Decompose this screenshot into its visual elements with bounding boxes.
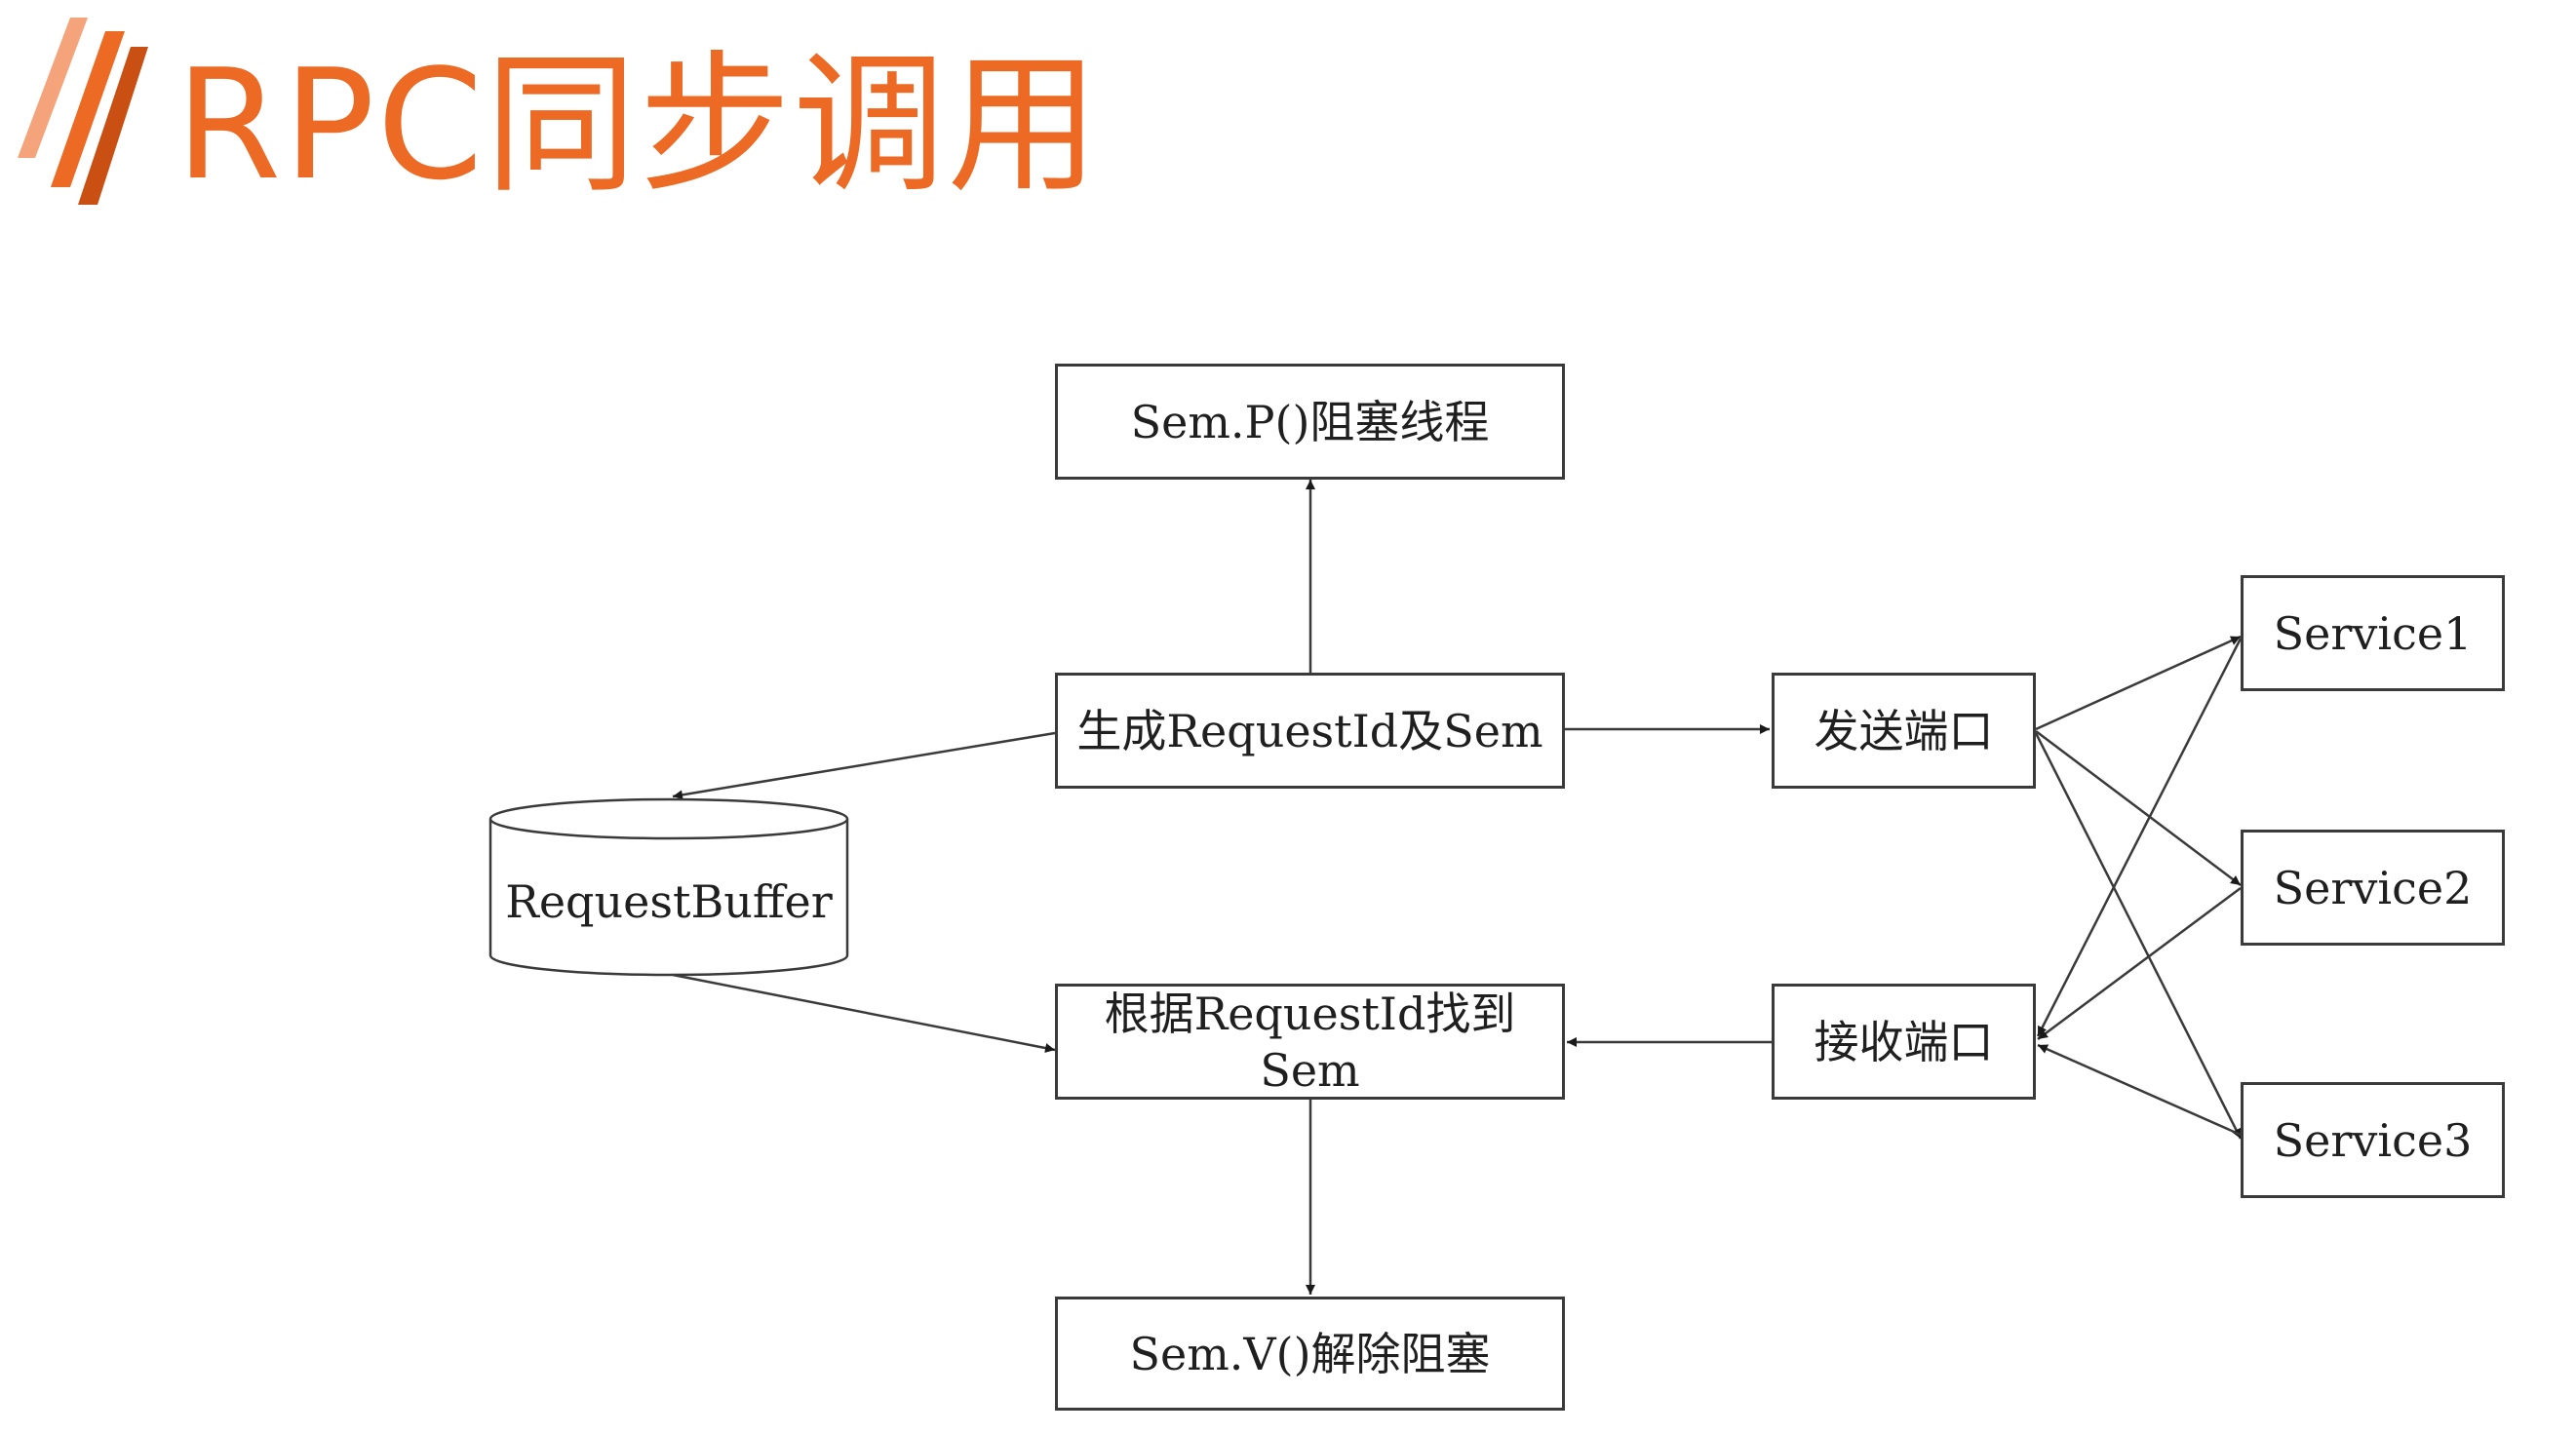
receive-port-box: 接收端口 bbox=[1772, 984, 2036, 1100]
send-port-box: 发送端口 bbox=[1772, 673, 2036, 789]
sem-p-label: Sem.P()阻塞线程 bbox=[1130, 395, 1490, 448]
edge-send-to-service3 bbox=[2034, 732, 2243, 1140]
sem-p-box: Sem.P()阻塞线程 bbox=[1055, 364, 1565, 480]
service2-box: Service2 bbox=[2241, 830, 2505, 946]
generate-request-label: 生成RequestId及Sem bbox=[1076, 704, 1543, 757]
edge-send-to-service1 bbox=[2035, 635, 2242, 731]
edge-service1-to-receive bbox=[2036, 638, 2243, 1037]
request-buffer-label: RequestBuffer bbox=[505, 875, 833, 928]
sem-v-label: Sem.V()解除阻塞 bbox=[1129, 1327, 1491, 1380]
find-sem-label-line1: 根据RequestId找到 bbox=[1104, 987, 1516, 1040]
title-stripes-icon bbox=[18, 18, 148, 205]
slide-title: RPC同步调用 bbox=[176, 36, 1102, 213]
handwritten-annotations bbox=[1149, 451, 1547, 1405]
find-sem-label-line2: Sem bbox=[1260, 1043, 1360, 1097]
find-sem-box: 根据RequestId找到 Sem bbox=[1055, 984, 1565, 1100]
edge-buffer-to-find-sem bbox=[672, 973, 1056, 1053]
service3-label: Service3 bbox=[2273, 1113, 2473, 1167]
edge-service2-to-receive bbox=[2037, 886, 2242, 1041]
service1-box: Service1 bbox=[2241, 575, 2505, 691]
edge-service3-to-receive bbox=[2037, 1043, 2242, 1137]
edge-send-to-service2 bbox=[2035, 730, 2242, 886]
receive-port-label: 接收端口 bbox=[1814, 1015, 1994, 1068]
service3-box: Service3 bbox=[2241, 1082, 2505, 1198]
sem-v-box: Sem.V()解除阻塞 bbox=[1055, 1297, 1565, 1411]
request-buffer-cylinder bbox=[488, 797, 849, 977]
generate-request-box: 生成RequestId及Sem bbox=[1055, 673, 1565, 789]
send-port-label: 发送端口 bbox=[1814, 704, 1994, 757]
edge-generate-to-buffer bbox=[672, 731, 1056, 800]
service2-label: Service2 bbox=[2273, 861, 2473, 914]
service1-label: Service1 bbox=[2273, 606, 2473, 660]
